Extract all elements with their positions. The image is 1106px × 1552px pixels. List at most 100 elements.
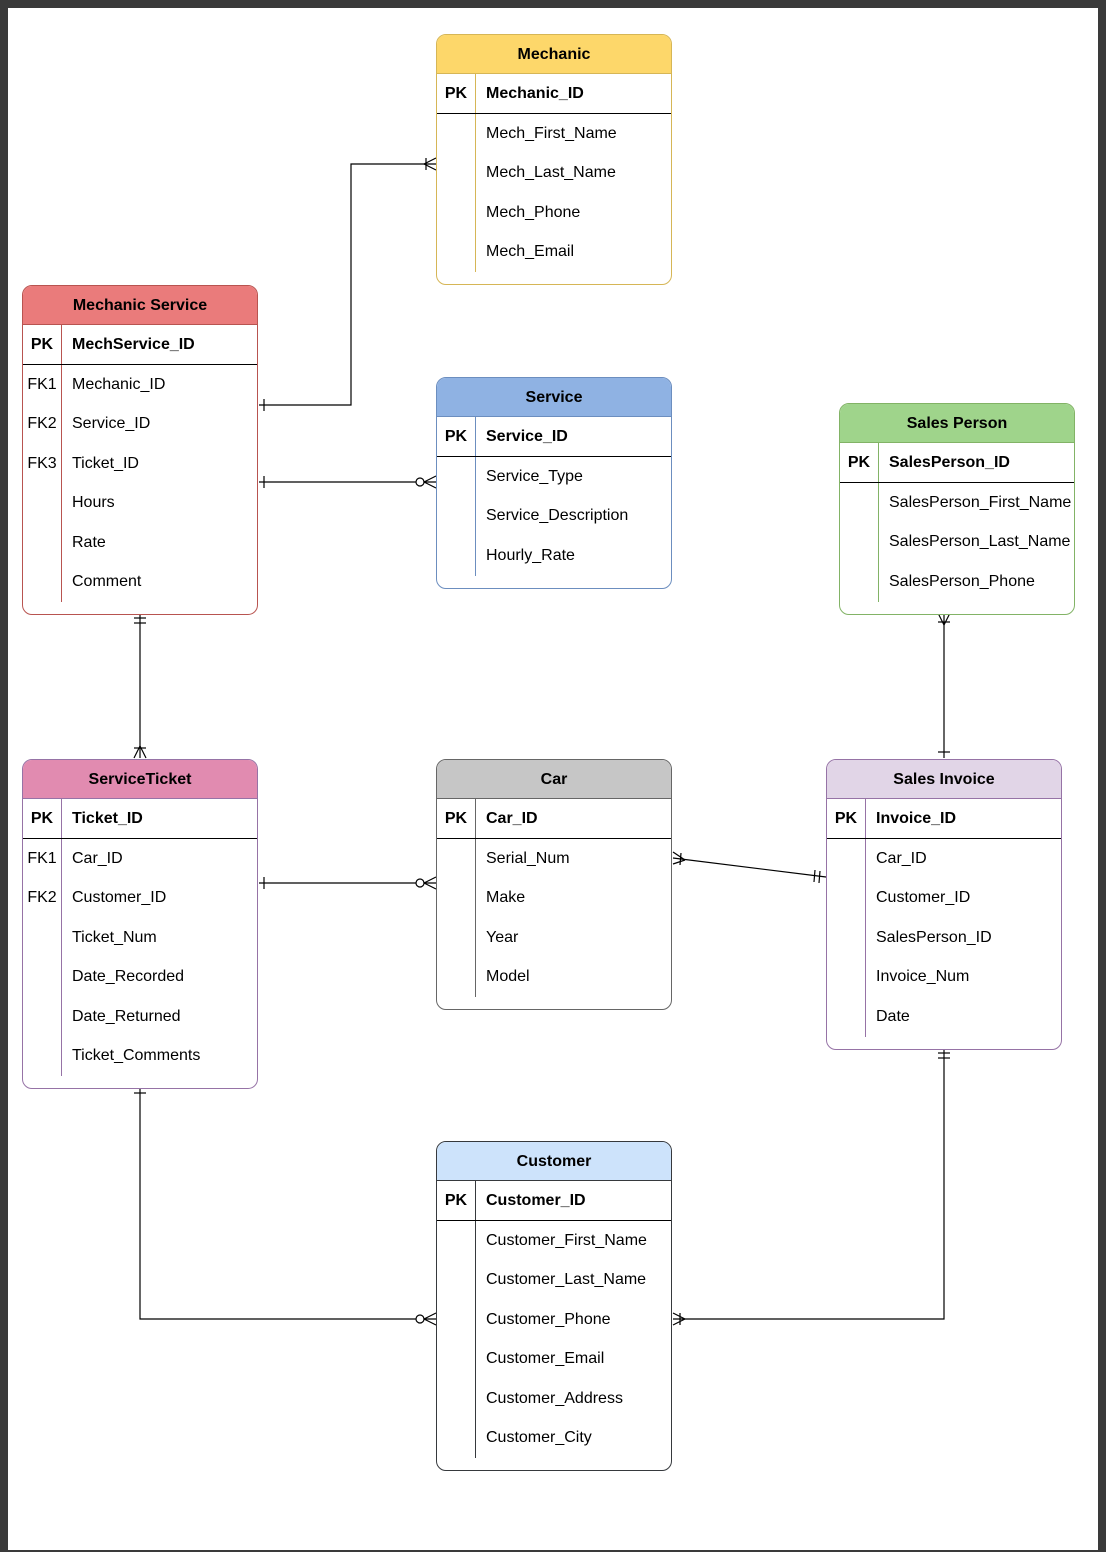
entity-title: Car	[437, 760, 671, 799]
fk-label: FK2	[23, 404, 62, 444]
attribute-row[interactable]: SalesPerson_Last_Name	[840, 522, 1074, 562]
entity-footer	[437, 1458, 671, 1470]
attribute-name: Date_Recorded	[72, 968, 185, 986]
entity-title: Mechanic	[437, 35, 671, 74]
attribute-name: Service_Type	[486, 467, 583, 485]
attribute-row[interactable]: Hours	[23, 483, 257, 523]
attribute-row[interactable]: Invoice_Num	[827, 957, 1061, 997]
attribute-row[interactable]: Rate	[23, 523, 257, 563]
fk-label	[23, 562, 62, 602]
attribute-row[interactable]: Customer_Last_Name	[437, 1260, 671, 1300]
fk-label	[437, 536, 476, 576]
attribute-row[interactable]: FK3 Ticket_ID	[23, 444, 257, 484]
pk-field-name: Car_ID	[486, 809, 538, 827]
fk-label	[840, 562, 879, 602]
fk-label: FK3	[23, 444, 62, 484]
fk-label	[23, 918, 62, 958]
attribute-row[interactable]: Customer_ID	[827, 878, 1061, 918]
fk-label: FK1	[23, 365, 62, 405]
attribute-row[interactable]: FK1 Mechanic_ID	[23, 365, 257, 405]
attribute-name: SalesPerson_First_Name	[889, 493, 1072, 511]
attribute-row[interactable]: Service_Type	[437, 457, 671, 497]
pk-label: PK	[827, 799, 866, 838]
attribute-name: Car_ID	[876, 849, 927, 867]
attribute-row[interactable]: Date_Recorded	[23, 957, 257, 997]
attribute-row[interactable]: Make	[437, 878, 671, 918]
attribute-name: Mechanic_ID	[72, 375, 166, 393]
pk-label: PK	[840, 443, 879, 482]
link-mechanicservice-serviceticket	[133, 613, 147, 759]
fk-label	[437, 878, 476, 918]
attribute-row[interactable]: Serial_Num	[437, 839, 671, 879]
attribute-name: Customer_Phone	[486, 1310, 611, 1328]
fk-label	[827, 997, 866, 1037]
attribute-name: Invoice_Num	[876, 968, 970, 986]
attribute-row[interactable]: Service_Description	[437, 496, 671, 536]
entity-title: ServiceTicket	[23, 760, 257, 799]
fk-label	[437, 232, 476, 272]
attribute-name: Hours	[72, 494, 115, 512]
fk-label	[437, 1339, 476, 1379]
attribute-row[interactable]: Customer_Address	[437, 1379, 671, 1419]
attribute-row[interactable]: Year	[437, 918, 671, 958]
attribute-row[interactable]: Ticket_Num	[23, 918, 257, 958]
pk-field-name: Service_ID	[486, 427, 568, 445]
fk-label	[437, 1260, 476, 1300]
attribute-row[interactable]: Mech_First_Name	[437, 114, 671, 154]
attribute-row[interactable]: SalesPerson_First_Name	[840, 483, 1074, 523]
attribute-row[interactable]: Model	[437, 957, 671, 997]
attribute-row[interactable]: Date	[827, 997, 1061, 1037]
pk-label: PK	[23, 325, 62, 364]
attribute-row[interactable]: Ticket_Comments	[23, 1036, 257, 1076]
pk-label: PK	[437, 1181, 476, 1220]
attribute-name: SalesPerson_Phone	[889, 572, 1035, 590]
attribute-row[interactable]: Customer_Email	[437, 1339, 671, 1379]
attribute-name: Mech_Last_Name	[486, 164, 616, 182]
attribute-row[interactable]: SalesPerson_ID	[827, 918, 1061, 958]
attribute-name: Hourly_Rate	[486, 546, 575, 564]
attribute-row[interactable]: Mech_Phone	[437, 193, 671, 233]
fk-label: FK2	[23, 878, 62, 918]
entity-title: Mechanic Service	[23, 286, 257, 325]
entity-footer	[23, 602, 257, 614]
attribute-name: Car_ID	[72, 849, 123, 867]
attribute-name: Year	[486, 928, 519, 946]
attribute-row[interactable]: Date_Returned	[23, 997, 257, 1037]
attribute-row[interactable]: Customer_City	[437, 1418, 671, 1458]
attribute-name: Rate	[72, 533, 106, 551]
fk-label	[827, 918, 866, 958]
attribute-row[interactable]: Hourly_Rate	[437, 536, 671, 576]
attribute-row[interactable]: SalesPerson_Phone	[840, 562, 1074, 602]
fk-label	[437, 1300, 476, 1340]
attribute-name: Ticket_Num	[72, 928, 157, 946]
attribute-row[interactable]: Car_ID	[827, 839, 1061, 879]
attribute-row[interactable]: Mech_Email	[437, 232, 671, 272]
attribute-row[interactable]: Mech_Last_Name	[437, 153, 671, 193]
attribute-row[interactable]: Customer_Phone	[437, 1300, 671, 1340]
fk-label	[437, 153, 476, 193]
attribute-row[interactable]: Comment	[23, 562, 257, 602]
attribute-row[interactable]: Customer_First_Name	[437, 1221, 671, 1261]
attribute-name: Ticket_ID	[72, 454, 139, 472]
